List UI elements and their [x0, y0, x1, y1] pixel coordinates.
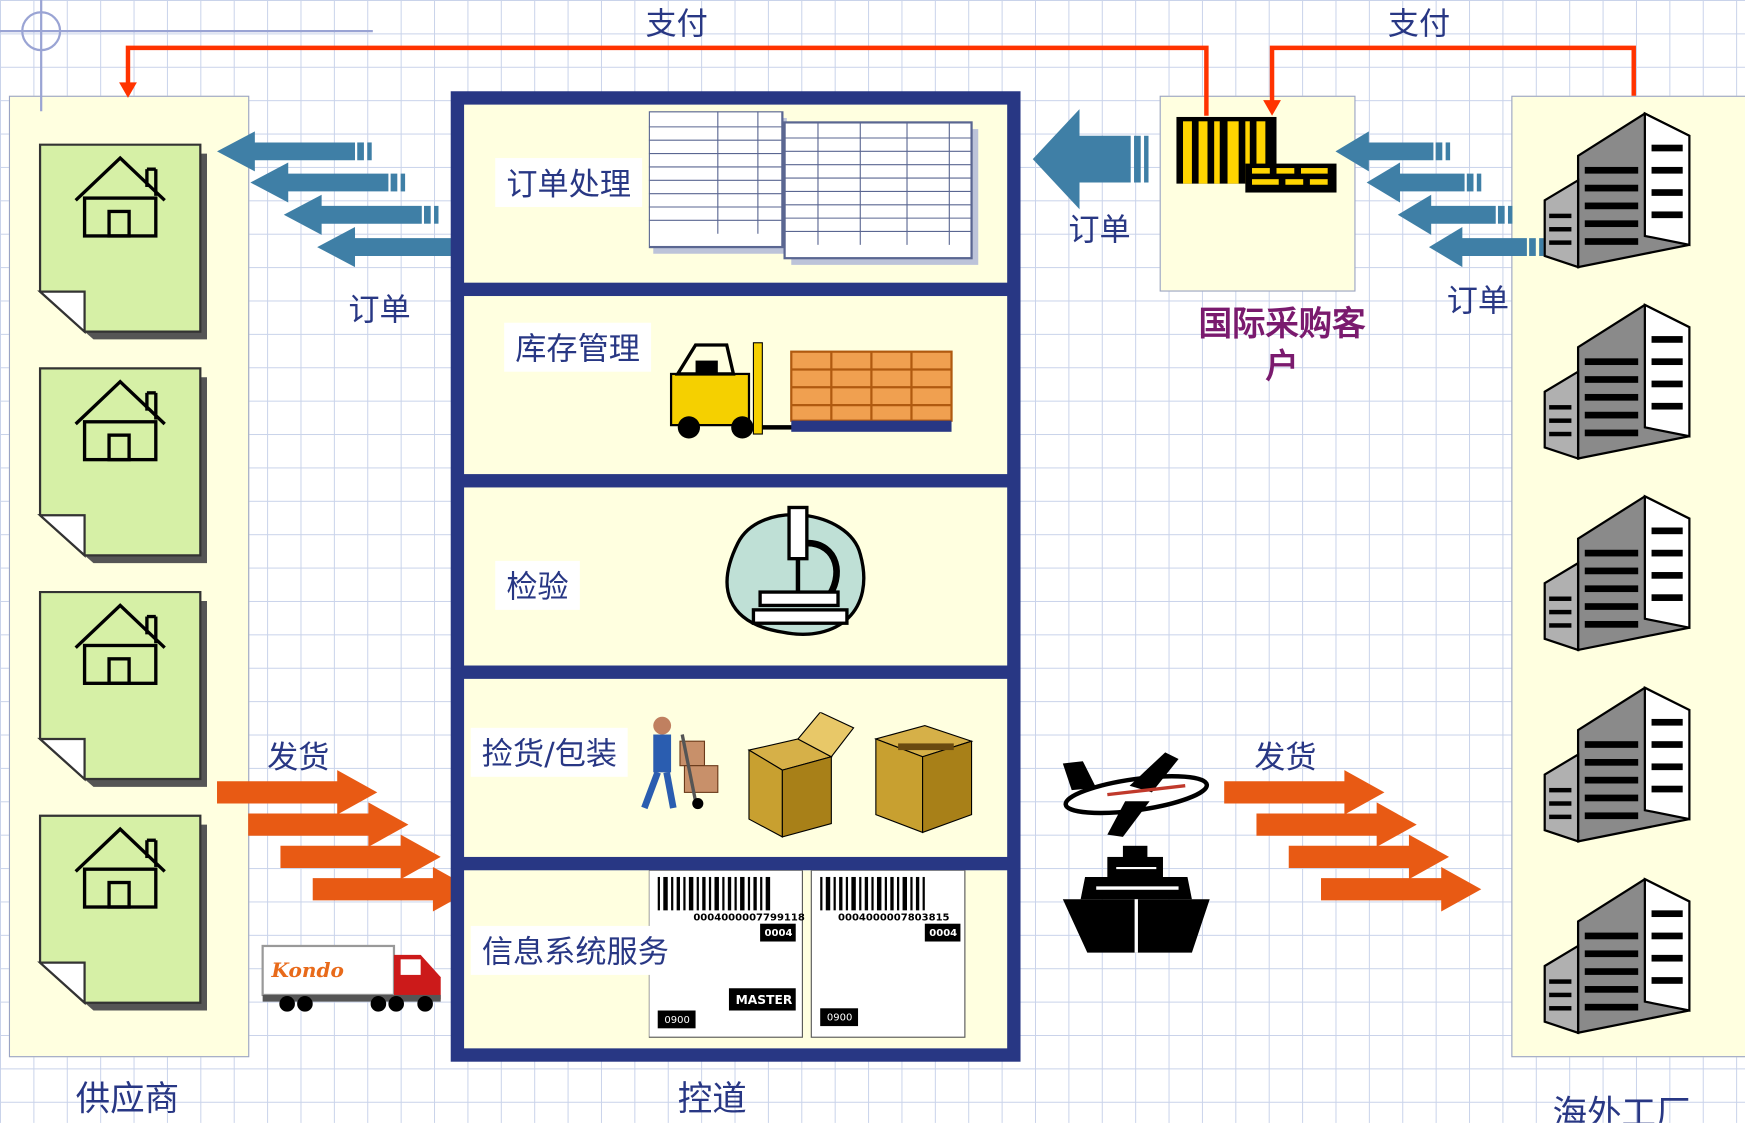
supplier-document-2 [37, 367, 207, 564]
order-arrows-to-supplier [217, 131, 472, 268]
house-icon [74, 379, 166, 462]
customer-box [1159, 95, 1356, 292]
factory-building-icon [1543, 303, 1691, 461]
factory-building-icon [1543, 111, 1691, 269]
truck-icon [261, 944, 441, 1012]
channel-panel: 订单处理 库存管理 [450, 91, 1021, 1062]
ship-arrows-to-factory [1224, 770, 1482, 912]
order-arrows-to-customer [1335, 131, 1544, 268]
order-label-supplier: 订单 [348, 291, 411, 329]
section-title: 订单处理 [495, 158, 643, 207]
forklift-pallet-icon [669, 342, 953, 439]
factory-title: 海外工厂 [1552, 1093, 1691, 1123]
label-number: 0004000007799118 [693, 912, 805, 924]
section-title: 库存管理 [504, 322, 652, 372]
ship-label-factory: 发货 [1254, 738, 1317, 776]
boxes-worker-icon [641, 712, 974, 838]
customer-title-line2: 户 [1265, 347, 1299, 387]
factory-building-icon [1543, 877, 1691, 1035]
section-title: 信息系统服务 [470, 925, 680, 975]
section-inspection: 检验 [464, 487, 1008, 666]
section-title: 检验 [495, 560, 580, 610]
section-info-systems: 0004000007799118 0004 MASTER 0900 000400… [464, 870, 1008, 1049]
ship-icon [1062, 845, 1210, 953]
label-number: 0004000007803815 [838, 912, 950, 924]
house-icon [74, 603, 166, 685]
channel-title: 控道 [677, 1079, 747, 1120]
shipping-labels-icon [648, 870, 966, 1038]
label-badge: MASTER [735, 992, 793, 1008]
section-picking-packing: 捡货/包装 [464, 678, 1008, 857]
section-order-processing: 订单处理 [464, 104, 1008, 283]
order-label-factory: 订单 [1446, 282, 1510, 320]
microscope-icon [725, 505, 866, 636]
truck-brand-logo: Kondo [271, 959, 344, 983]
ship-label-supplier: 发货 [267, 738, 330, 776]
customer-title-line1: 国际采购客 [1198, 304, 1366, 344]
customer-title: 国际采购客 户 [1180, 304, 1385, 389]
label-event: 0900 [664, 1014, 690, 1027]
payment-line-supplier [119, 45, 1209, 116]
factory-building-icon [1543, 685, 1691, 843]
supplier-document-4 [37, 814, 207, 1011]
label-dest: 0004 [764, 928, 793, 940]
label-event: 0900 [826, 1012, 853, 1024]
section-title: 捡货/包装 [470, 727, 629, 777]
crosshair-icon [0, 0, 373, 112]
supplier-document-1 [37, 143, 207, 340]
payment-label-supplier: 支付 [645, 5, 708, 43]
section-inventory: 库存管理 [464, 296, 1008, 475]
ship-arrows-to-channel [217, 770, 473, 912]
airplane-icon [1062, 752, 1210, 837]
spreadsheet-document-icon [648, 111, 979, 265]
barcode-document-icon [1176, 116, 1337, 193]
factory-building-icon [1543, 494, 1691, 652]
supplier-title: 供应商 [75, 1079, 180, 1120]
order-arrow-to-channel [1032, 109, 1149, 210]
payment-label-customer: 支付 [1387, 5, 1451, 43]
supplier-document-3 [37, 590, 207, 787]
house-icon [74, 155, 166, 238]
payment-line-customer [1263, 45, 1636, 116]
order-label-customer: 订单 [1068, 211, 1131, 249]
house-icon [74, 826, 166, 909]
label-dest: 0004 [929, 928, 958, 940]
